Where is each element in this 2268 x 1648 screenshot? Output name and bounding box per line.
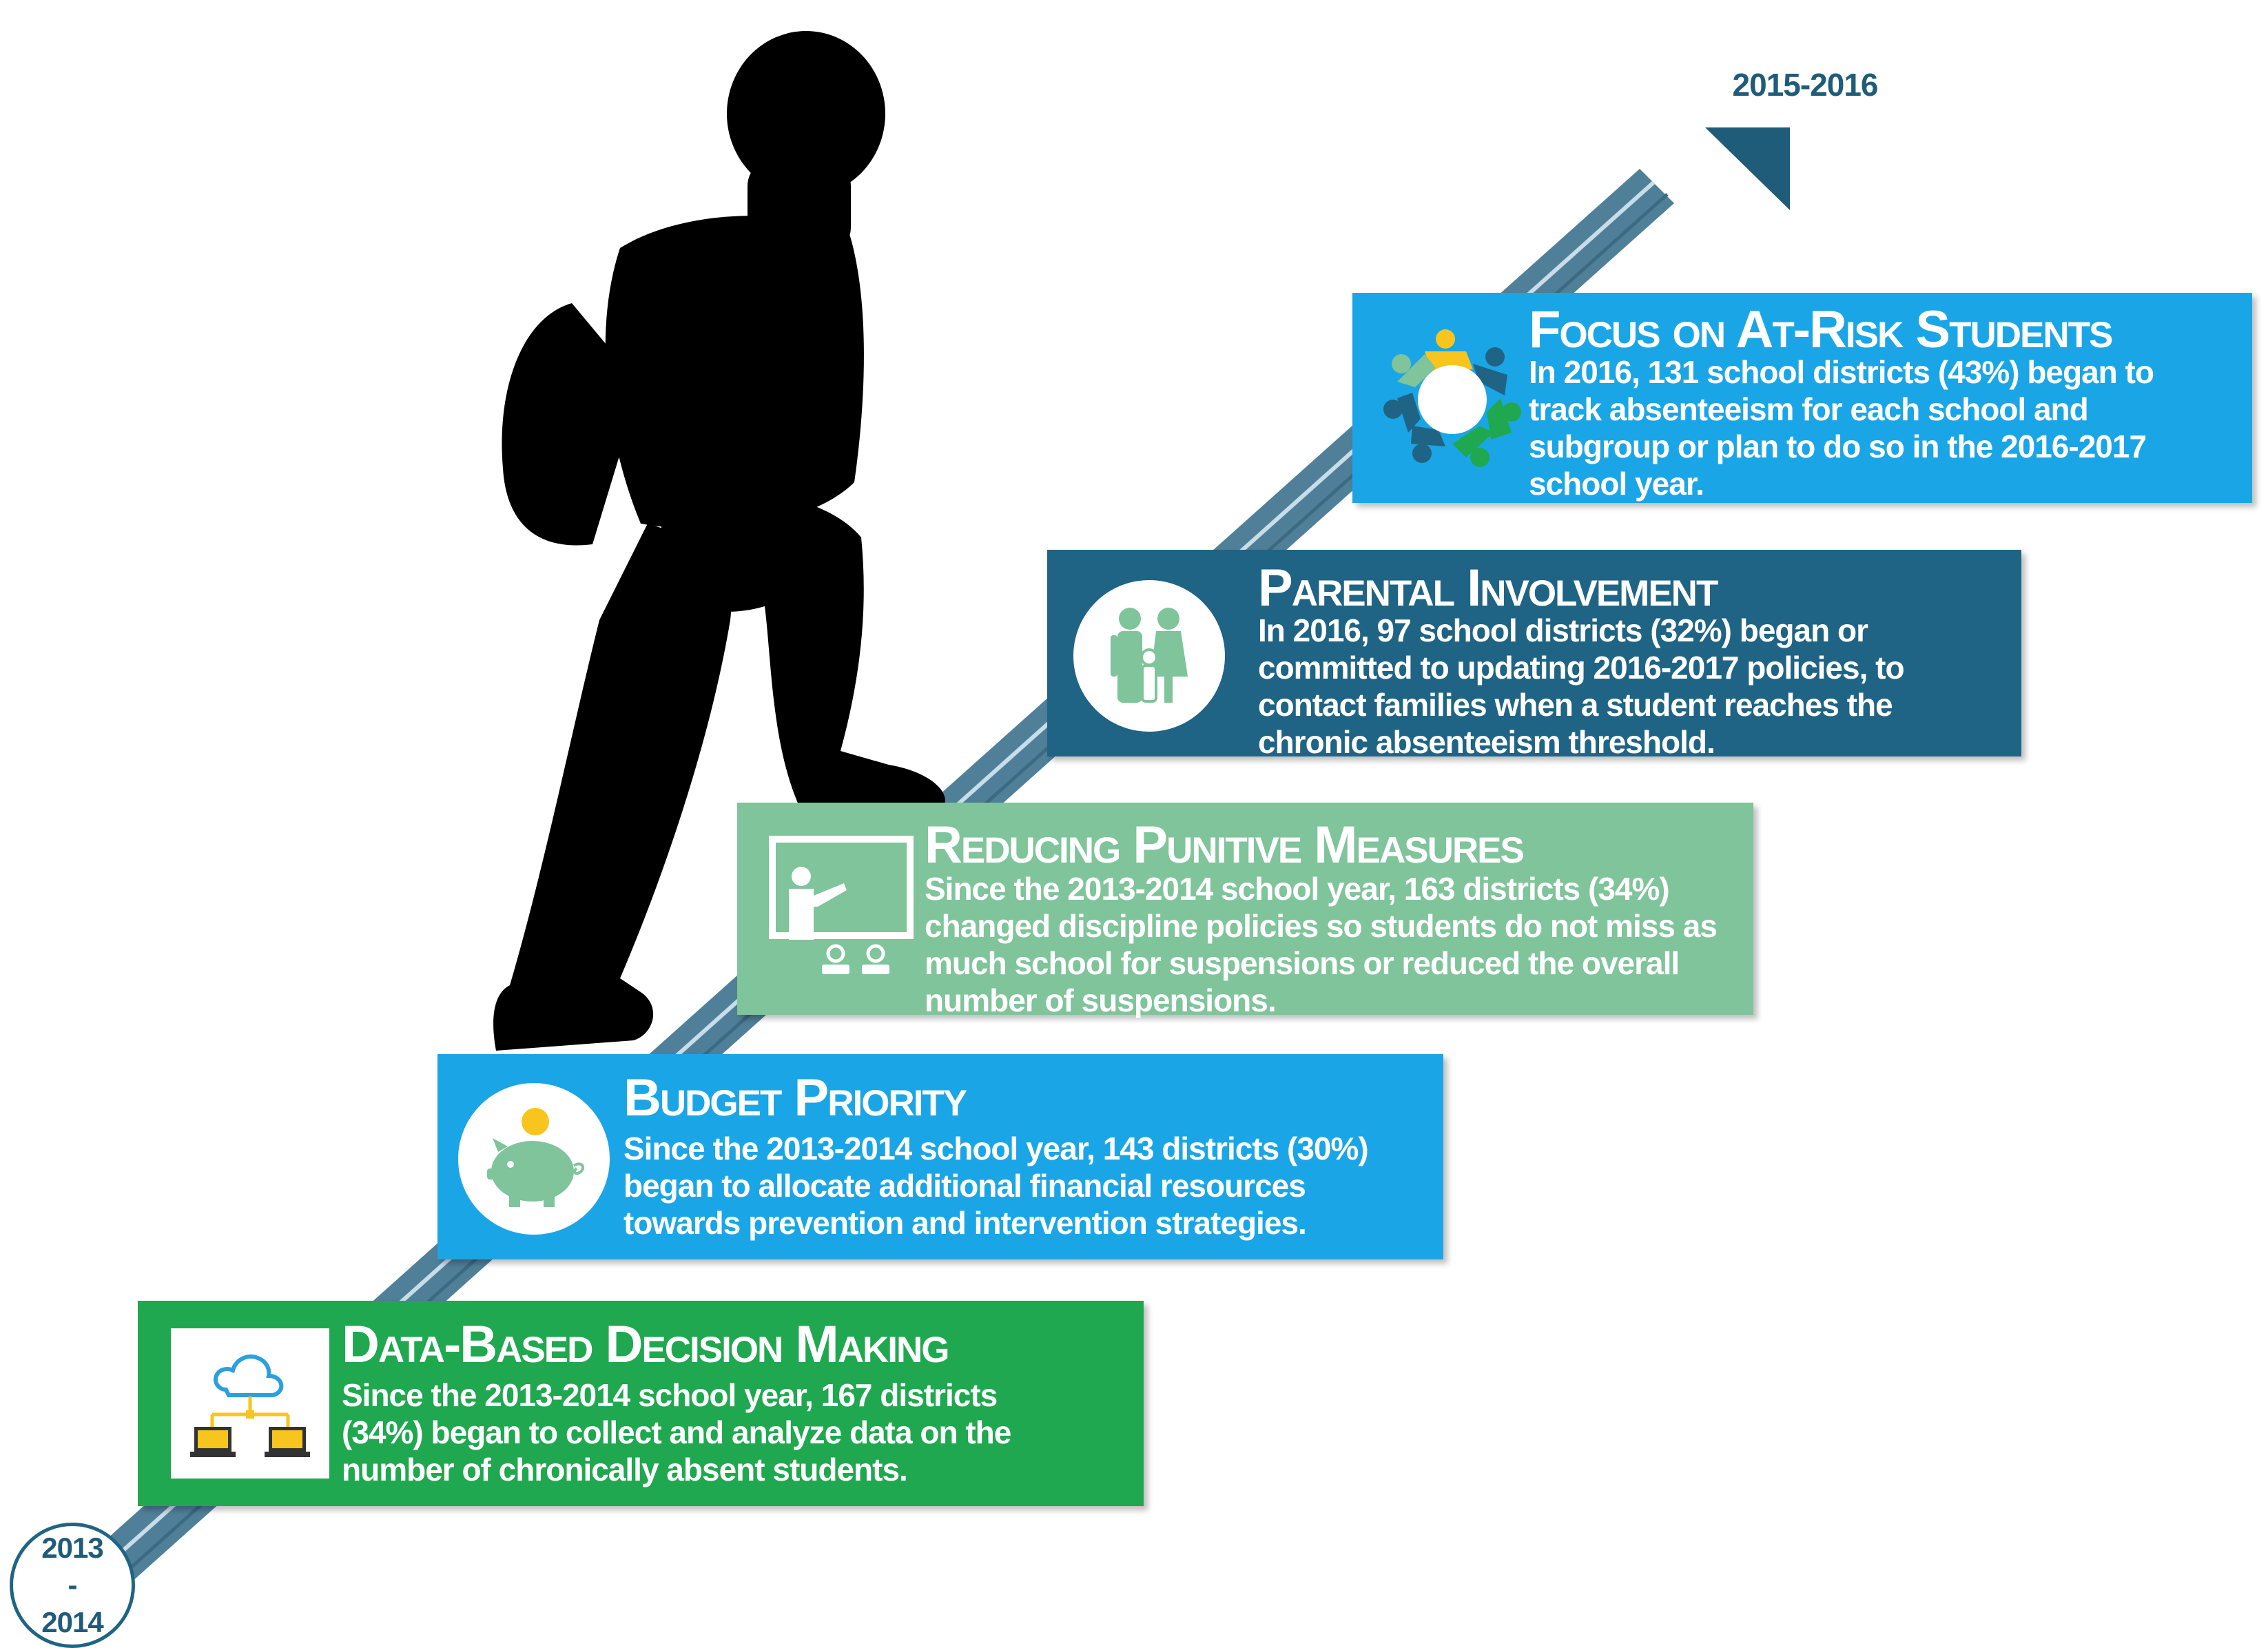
- start-year-label: 2013 - 2014: [41, 1532, 103, 1638]
- cloud-network-laptops-icon: [171, 1328, 329, 1479]
- step-title: Parental Involvement: [1258, 559, 1718, 617]
- step-title: Budget Priority: [623, 1069, 967, 1127]
- step-card-parental-involvement: Parental Involvement In 2016, 97 school …: [1047, 550, 2021, 760]
- student-silhouette: [493, 31, 945, 1051]
- teacher-board-icon: [758, 826, 923, 991]
- step-card-budget-priority: Budget Priority Since the 2013-2014 scho…: [437, 1054, 1443, 1259]
- step-text: Since the 2013-2014 school year, 167 dis…: [342, 1377, 1011, 1487]
- step-card-data-based-decision-making: Data-Based Decision Making Since the 201…: [138, 1301, 1144, 1506]
- step-text: In 2016, 131 school districts (43%) bega…: [1529, 354, 2154, 502]
- step-text: Since the 2013-2014 school year, 143 dis…: [623, 1131, 1369, 1241]
- step-title: Data-Based Decision Making: [342, 1315, 950, 1374]
- step-card-reducing-punitive-measures: Reducing Punitive Measures Since the 201…: [737, 803, 1753, 1018]
- step-title: Reducing Punitive Measures: [925, 816, 1525, 874]
- piggy-bank-icon: [458, 1083, 610, 1235]
- end-year-label: 2015-2016: [1732, 67, 1879, 103]
- step-card-focus-on-at-risk-students: Focus on At-Risk Students In 2016, 131 s…: [1352, 293, 2252, 503]
- start-year-badge: 2013 - 2014: [10, 1523, 135, 1648]
- step-title: Focus on At-Risk Students: [1529, 300, 2113, 359]
- family-icon: [1073, 580, 1225, 732]
- step-text: Since the 2013-2014 school year, 163 dis…: [925, 871, 1718, 1018]
- people-circle-icon: [1366, 312, 1538, 484]
- timeline-arrow-head: [1705, 127, 1790, 210]
- step-text: In 2016, 97 school districts (32%) began…: [1258, 612, 1905, 760]
